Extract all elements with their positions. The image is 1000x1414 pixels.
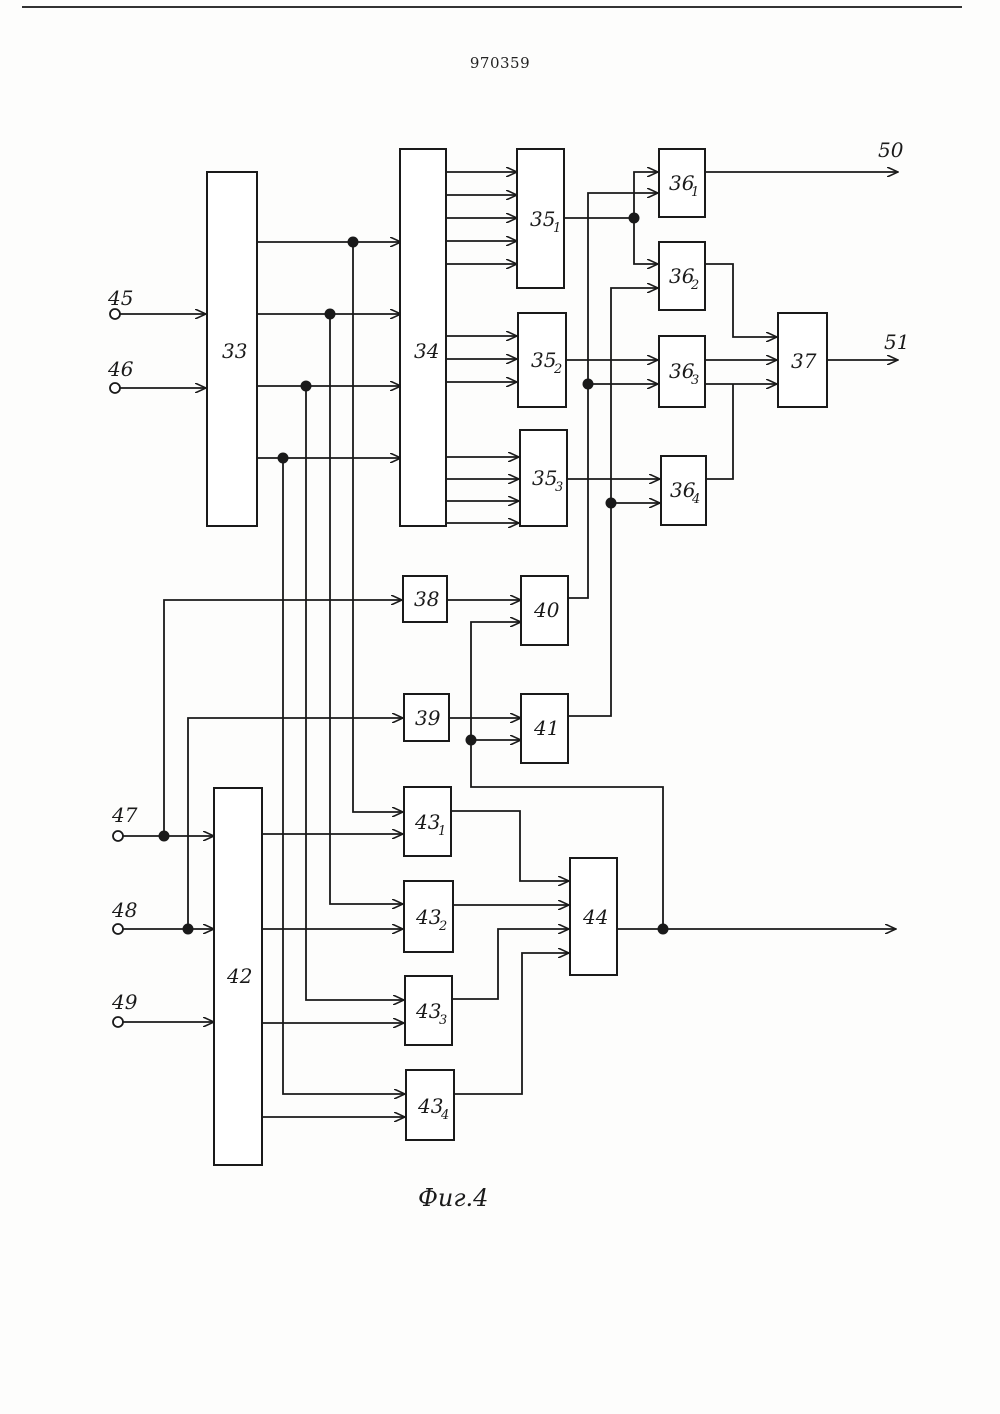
block-36-1: 36 1 <box>659 149 705 217</box>
svg-text:42: 42 <box>226 964 252 988</box>
svg-text:43: 43 <box>415 905 441 929</box>
terminal-49-circle <box>113 1017 123 1027</box>
svg-text:35: 35 <box>532 466 557 490</box>
svg-text:44: 44 <box>582 905 608 929</box>
block-43-1: 43 1 <box>404 787 451 856</box>
svg-text:1: 1 <box>691 185 699 200</box>
svg-text:4: 4 <box>691 492 700 507</box>
svg-text:43: 43 <box>417 1094 443 1118</box>
block-33: 33 <box>207 172 257 526</box>
block-36-2: 36 2 <box>659 242 705 310</box>
svg-text:38: 38 <box>414 587 439 611</box>
block-37: 37 <box>778 313 827 407</box>
svg-text:39: 39 <box>415 706 441 730</box>
block-43-4: 43 4 <box>406 1070 454 1140</box>
svg-text:40: 40 <box>533 598 560 622</box>
svg-text:2: 2 <box>553 362 562 377</box>
svg-text:41: 41 <box>533 716 559 740</box>
block-43-2: 43 2 <box>404 881 453 952</box>
svg-text:2: 2 <box>438 919 447 934</box>
svg-text:35: 35 <box>530 207 555 231</box>
block-35-3: 35 3 <box>520 430 567 526</box>
svg-text:34: 34 <box>414 339 439 363</box>
svg-text:3: 3 <box>439 1013 447 1028</box>
block-44: 44 <box>570 858 617 975</box>
terminal-46-label: 46 <box>107 357 134 381</box>
block-35-2: 35 2 <box>518 313 566 407</box>
block-38: 38 <box>403 576 447 622</box>
block-41: 41 <box>521 694 568 763</box>
block-35-1: 35 1 <box>517 149 564 288</box>
terminal-48-label: 48 <box>111 898 137 922</box>
svg-text:1: 1 <box>438 824 446 839</box>
terminal-46-circle <box>110 383 120 393</box>
terminal-45-label: 45 <box>107 286 133 310</box>
block-36-4: 36 4 <box>661 456 706 525</box>
terminal-47-circle <box>113 831 123 841</box>
svg-text:1: 1 <box>553 221 561 236</box>
svg-text:37: 37 <box>791 349 817 373</box>
svg-text:3: 3 <box>555 480 563 495</box>
svg-text:43: 43 <box>415 999 441 1023</box>
terminal-45-circle <box>110 309 120 319</box>
block-36-3: 36 3 <box>659 336 705 407</box>
figure-caption: Фиг.4 <box>418 1184 488 1212</box>
svg-text:33: 33 <box>222 339 247 363</box>
terminal-48-circle <box>113 924 123 934</box>
block-43-3: 43 3 <box>405 976 452 1045</box>
block-34: 34 <box>400 149 446 526</box>
svg-text:35: 35 <box>531 348 556 372</box>
terminal-50-label: 50 <box>878 138 904 162</box>
svg-text:4: 4 <box>440 1108 449 1123</box>
terminal-49-label: 49 <box>111 990 138 1014</box>
block-39: 39 <box>404 694 449 741</box>
block-42: 42 <box>214 788 262 1165</box>
terminal-47-label: 47 <box>111 803 138 827</box>
block-40: 40 <box>521 576 568 645</box>
svg-text:43: 43 <box>414 810 440 834</box>
svg-text:2: 2 <box>690 278 699 293</box>
svg-text:3: 3 <box>691 373 699 388</box>
terminal-51-label: 51 <box>884 330 909 354</box>
